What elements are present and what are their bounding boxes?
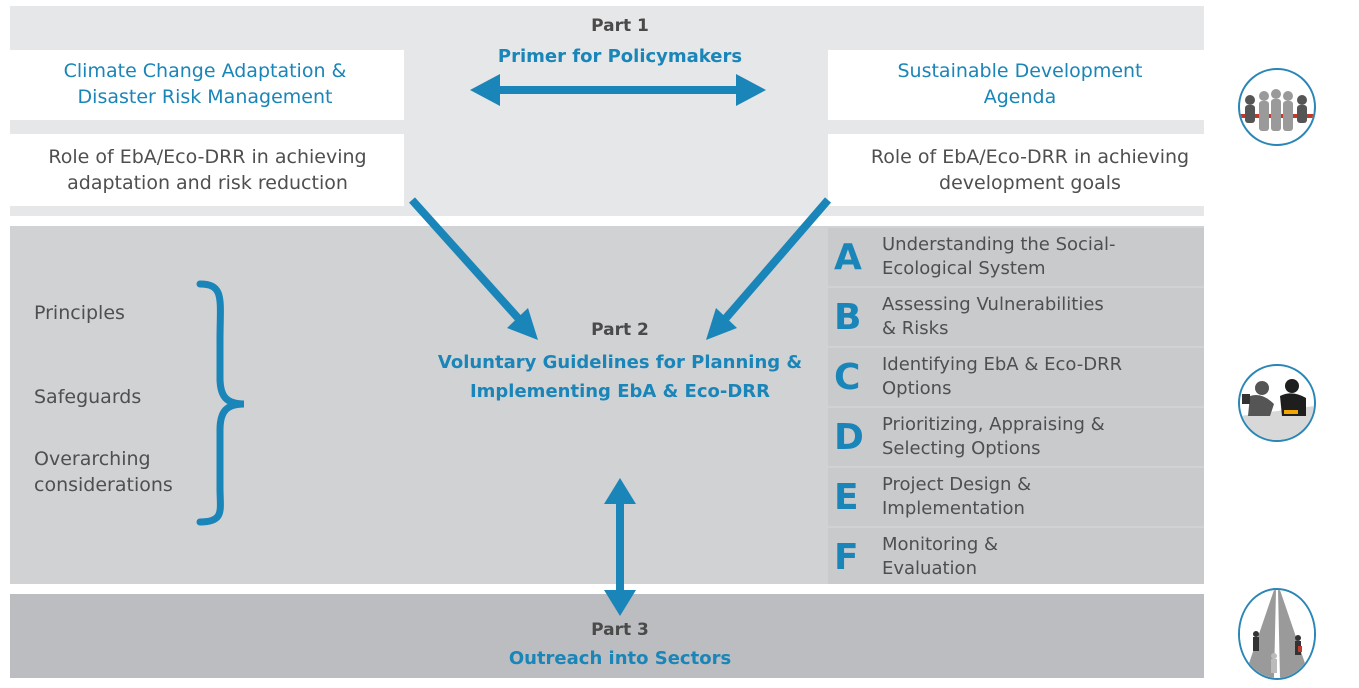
step-b-text: Assessing Vulnerabilities & Risks [882, 294, 1104, 339]
cca-drm-title: Climate Change Adaptation & Disaster Ris… [63, 60, 347, 108]
step-a-text: Understanding the Social-Ecological Syst… [882, 234, 1116, 279]
part1-label: Part 1 [591, 16, 649, 36]
step-f-text: Monitoring & Evaluation [882, 534, 999, 579]
step-e: E Project Design & Implementation [828, 468, 1204, 526]
step-c: C Identifying EbA & Eco-DRR Options [828, 348, 1204, 406]
overarching-label: Overarching considerations [34, 448, 173, 496]
cca-drm-box [10, 50, 404, 120]
policymakers-meeting-icon [1238, 68, 1316, 146]
part3-label: Part 3 [591, 620, 649, 640]
double-arrow-horizontal-icon [470, 74, 766, 106]
sectors-road-icon [1238, 588, 1316, 680]
step-a: A Understanding the Social-Ecological Sy… [828, 228, 1204, 286]
part2-title: Voluntary Guidelines for Planning & Impl… [437, 352, 803, 402]
left-role-text: Role of EbA/Eco-DRR in achieving adaptat… [48, 146, 367, 194]
step-d-letter: D [834, 417, 864, 458]
step-e-text: Project Design & Implementation [882, 474, 1032, 519]
step-d-text: Prioritizing, Appraising & Selecting Opt… [882, 414, 1105, 459]
step-f-letter: F [834, 537, 859, 578]
part3-title: Outreach into Sectors [508, 648, 732, 669]
step-b: B Assessing Vulnerabilities & Risks [828, 288, 1204, 346]
sdg-box [828, 50, 1204, 120]
part1-title: Primer for Policymakers [497, 46, 743, 67]
left-role-box [10, 134, 404, 206]
part2-label: Part 2 [591, 320, 649, 340]
step-e-letter: E [834, 477, 859, 518]
principles-label: Principles [34, 302, 125, 324]
step-c-text: Identifying EbA & Eco-DRR Options [882, 354, 1123, 399]
safeguards-label: Safeguards [34, 386, 142, 408]
planning-discussion-icon [1238, 364, 1316, 442]
step-a-letter: A [834, 237, 862, 278]
curly-brace-icon [196, 280, 245, 526]
double-arrow-vertical-icon [604, 478, 636, 616]
step-f: F Monitoring & Evaluation [828, 528, 1204, 584]
step-b-letter: B [834, 297, 862, 338]
step-d: D Prioritizing, Appraising & Selecting O… [828, 408, 1204, 466]
part3-band [10, 594, 1204, 678]
step-c-letter: C [834, 357, 861, 398]
right-role-box [828, 134, 1204, 206]
right-role-text: Role of EbA/Eco-DRR in achieving develop… [870, 146, 1190, 194]
sdg-title: Sustainable Development Agenda [897, 60, 1143, 108]
arrow-down-left-icon [706, 197, 832, 340]
arrow-down-right-icon [409, 197, 538, 340]
